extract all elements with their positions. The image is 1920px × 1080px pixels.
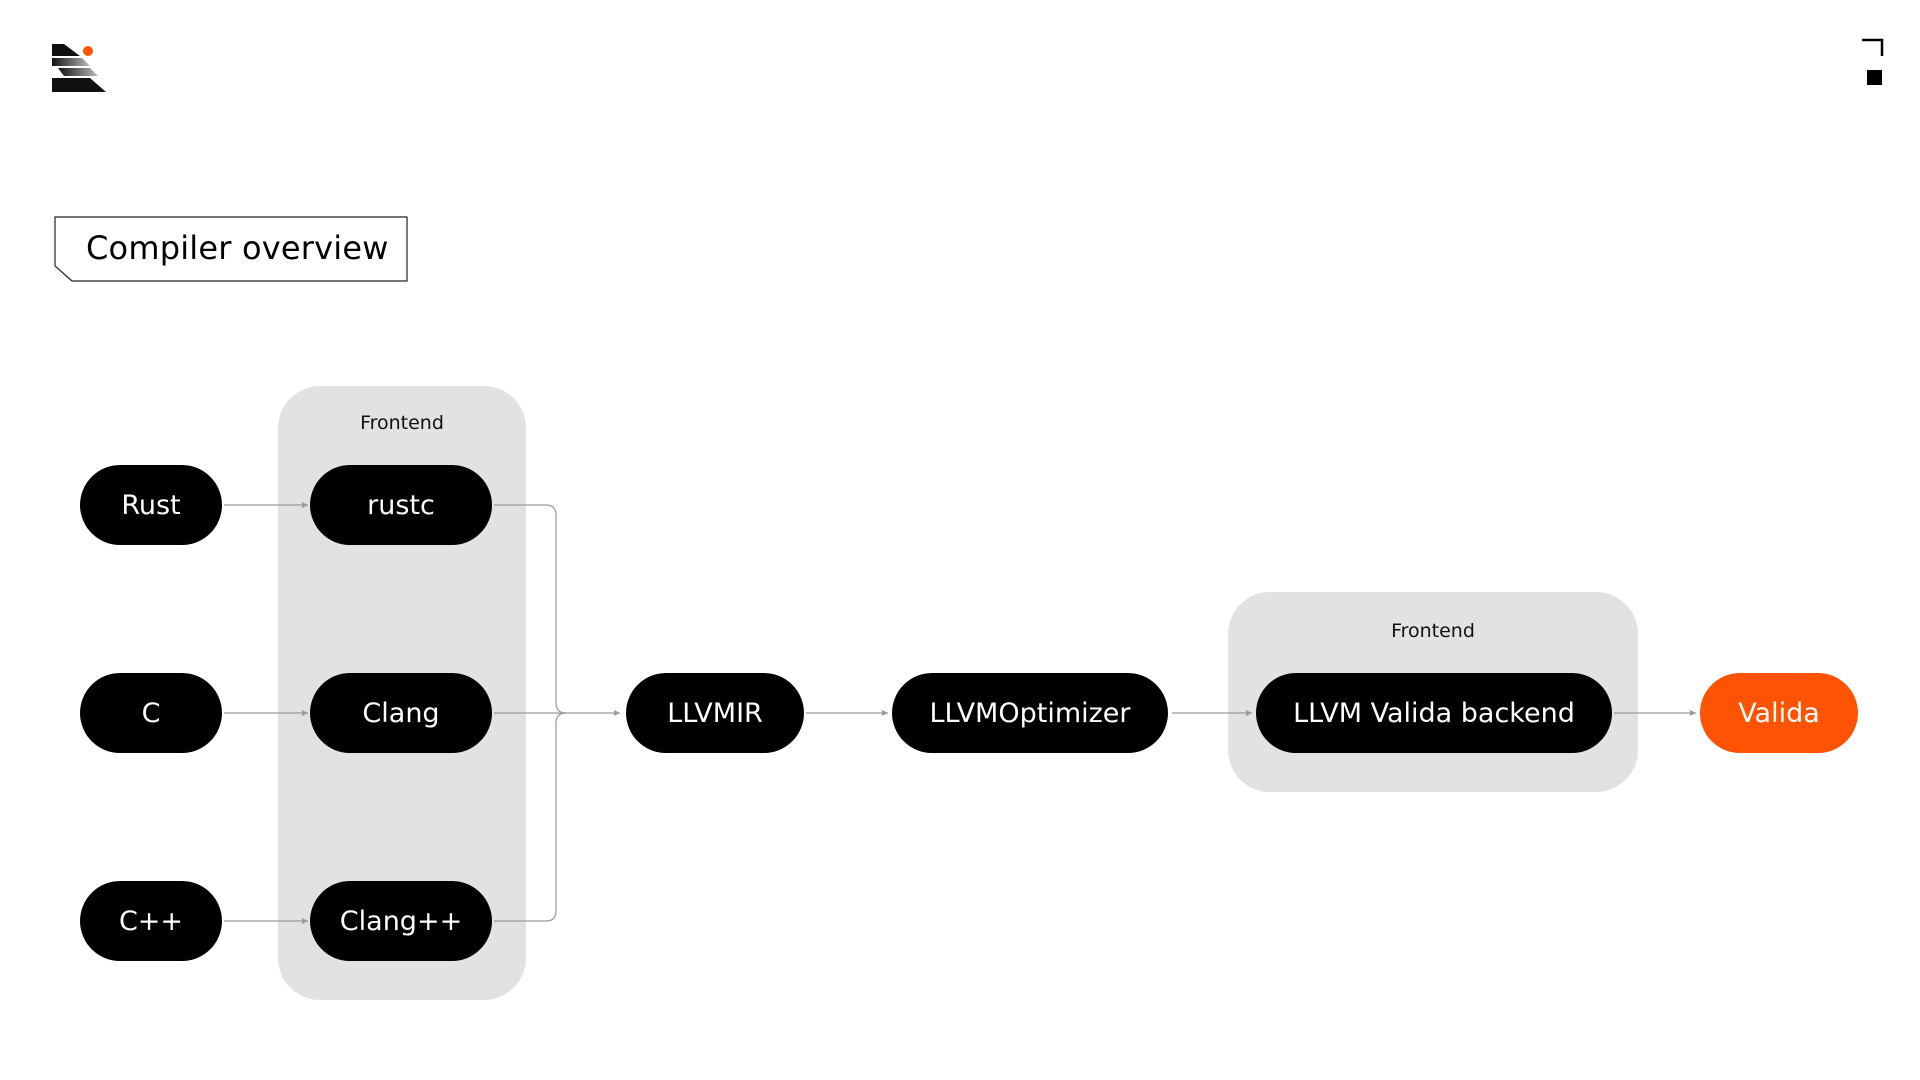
node-llvmir: LLVMIR — [626, 673, 804, 753]
node-clang: Clang — [310, 673, 492, 753]
frontend-group-left-label: Frontend — [360, 412, 444, 434]
node-llvm-valida-backend: LLVM Valida backend — [1256, 673, 1612, 753]
node-rust: Rust — [80, 465, 222, 545]
node-llvm-optimizer: LLVMOptimizer — [892, 673, 1168, 753]
node-valida: Valida — [1700, 673, 1858, 753]
node-clangpp: Clang++ — [310, 881, 492, 961]
page-title-text: Compiler overview — [86, 229, 389, 267]
corner-bracket-icon — [1860, 38, 1884, 88]
node-c: C — [80, 673, 222, 753]
page-title: Compiler overview — [54, 216, 408, 282]
frontend-group-right-label: Frontend — [1391, 620, 1475, 642]
node-cpp: C++ — [80, 881, 222, 961]
edge-clangpp-llvmir — [494, 712, 567, 922]
edge-rustc-llvmir — [494, 504, 620, 716]
brand-logo-icon — [50, 42, 110, 94]
node-rustc: rustc — [310, 465, 492, 545]
